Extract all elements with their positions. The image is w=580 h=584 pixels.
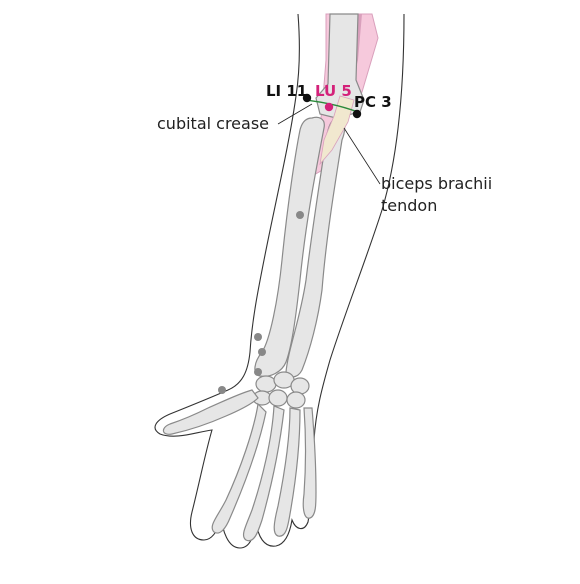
acupoint-lu5-dot xyxy=(324,102,334,112)
finger-index xyxy=(211,402,267,534)
radius-bone xyxy=(254,116,325,377)
biceps-leader xyxy=(343,127,381,185)
cubital-crease-label: cubital crease xyxy=(157,114,269,133)
landmark-dots xyxy=(218,211,304,394)
finger-little xyxy=(302,407,317,519)
acupoint-lu5-label: LU 5 xyxy=(315,82,352,100)
finger-ring xyxy=(273,407,301,537)
thumb-bones xyxy=(162,389,259,435)
acupoint-pc3-dot xyxy=(352,109,362,119)
acupoint-li11-dot xyxy=(302,93,312,103)
carpal-bones xyxy=(252,371,310,409)
finger-middle xyxy=(242,405,285,542)
ulna-bone xyxy=(285,117,346,378)
cubital-crease-leader xyxy=(277,103,313,125)
acupoint-li11-label: LI 11 xyxy=(266,82,308,100)
biceps-tendon-shape xyxy=(319,95,355,166)
biceps-tendon-label-line1: biceps brachii xyxy=(381,174,493,193)
acupoint-pc3-label: PC 3 xyxy=(354,93,392,111)
biceps-tendon-label-line2: tendon xyxy=(381,196,438,215)
